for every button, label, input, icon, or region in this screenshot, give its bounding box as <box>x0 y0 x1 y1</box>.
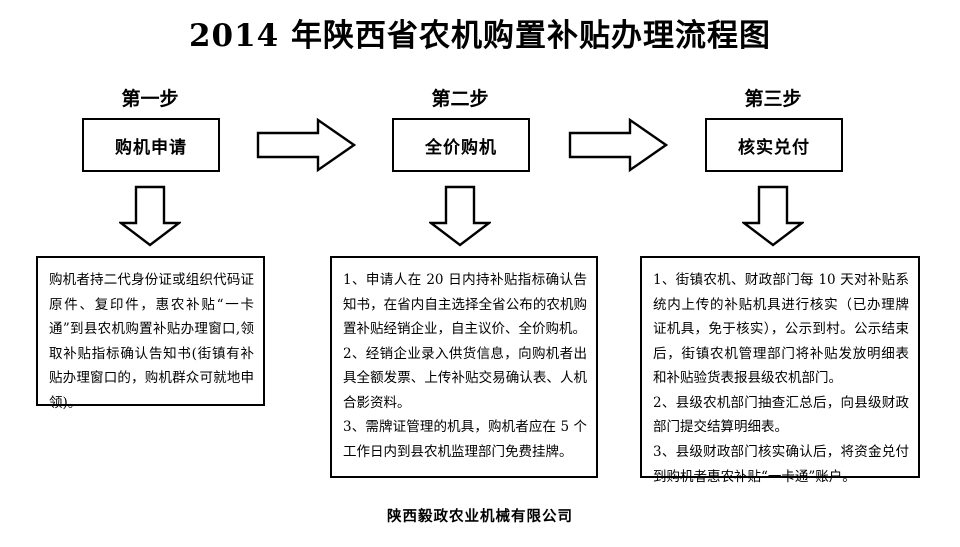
detail-box-3: 1、街镇农机、财政部门每 10 天对补贴系统内上传的补贴机具进行核实（已办理牌证… <box>640 256 920 485</box>
detail-box-1: 购机者持二代身份证或组织代码证原件、复印件，惠农补贴“一卡通”到县农机购置补贴办… <box>36 256 265 411</box>
arrow-down-icon-2 <box>429 185 491 247</box>
process-box-1: 购机申请 <box>82 118 220 172</box>
arrow-down-icon-1 <box>119 185 181 247</box>
step-caption-3: 第三步 <box>744 88 802 110</box>
detail-box-2: 1、申请人在 20 日内持补贴指标确认告知书，在省内自主选择全省公布的农机购置补… <box>330 256 598 478</box>
step-caption-1: 第一步 <box>121 88 179 110</box>
page-title: 2014 年陕西省农机购置补贴办理流程图 <box>188 18 772 54</box>
footer-company-name: 陕西毅政农业机械有限公司 <box>387 509 573 525</box>
step-caption-2: 第二步 <box>431 88 489 110</box>
process-box-2: 全价购机 <box>392 118 530 172</box>
arrow-down-icon-3 <box>742 185 804 247</box>
detail-text-1: 购机者持二代身份证或组织代码证原件、复印件，惠农补贴“一卡通”到县农机购置补贴办… <box>49 272 254 411</box>
arrow-right-icon-2 <box>568 117 668 173</box>
arrow-right-icon-1 <box>256 117 356 173</box>
detail-text-3: 1、街镇农机、财政部门每 10 天对补贴系统内上传的补贴机具进行核实（已办理牌证… <box>653 272 909 485</box>
detail-text-2: 1、申请人在 20 日内持补贴指标确认告知书，在省内自主选择全省公布的农机购置补… <box>343 272 587 460</box>
process-box-3: 核实兑付 <box>705 118 843 172</box>
